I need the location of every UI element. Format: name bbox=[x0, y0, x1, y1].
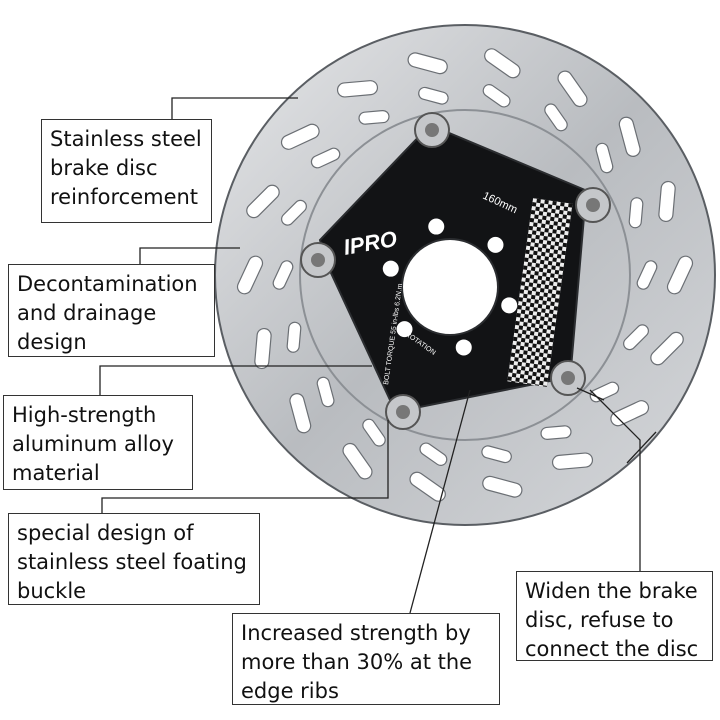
callout-edge-ribs: Increased strength by more than 30% at t… bbox=[232, 613, 500, 705]
rotor-slot bbox=[636, 260, 658, 290]
floating-buckle bbox=[300, 242, 336, 278]
callout-reinforcement: Stainless steel brake disc reinforcement bbox=[41, 119, 212, 223]
leader-line bbox=[139, 247, 240, 264]
bolt-hole bbox=[501, 297, 518, 314]
rotor-slot bbox=[289, 393, 312, 434]
bolt-hole bbox=[382, 260, 399, 277]
dimension-tick bbox=[626, 431, 657, 464]
rotor-slot bbox=[482, 475, 523, 498]
floating-buckle bbox=[550, 360, 586, 396]
rotor-slot bbox=[418, 86, 449, 105]
leader-line bbox=[589, 389, 641, 571]
bolt-hole bbox=[455, 339, 472, 356]
rotor-slot bbox=[481, 445, 512, 464]
rotor-slot bbox=[544, 103, 568, 132]
dimension-tick bbox=[576, 387, 605, 401]
hub-cutout bbox=[401, 238, 499, 336]
rotor-slot bbox=[551, 452, 594, 470]
rotor-slot bbox=[236, 255, 264, 295]
checker-stripe bbox=[507, 198, 573, 387]
rotor-slot bbox=[650, 331, 684, 366]
rotor-slot bbox=[246, 184, 280, 219]
leader-line bbox=[171, 97, 298, 119]
leader-line bbox=[101, 420, 389, 513]
rotor-slot bbox=[557, 70, 588, 108]
rotor-slot bbox=[409, 471, 446, 502]
floating-buckle bbox=[414, 112, 450, 148]
leader-lines bbox=[99, 97, 657, 614]
rotor-slot bbox=[342, 442, 373, 480]
rotor-slot bbox=[618, 116, 641, 157]
rotor-slot bbox=[658, 180, 676, 223]
rotor-slot bbox=[254, 327, 272, 370]
rotor-slot bbox=[484, 48, 521, 79]
callout-aluminum: High-strength aluminum alloy material bbox=[3, 395, 193, 490]
hub-bolt-holes bbox=[382, 218, 518, 356]
rotor-slots bbox=[236, 48, 694, 502]
rotor-slot bbox=[362, 418, 386, 447]
bolt-hole bbox=[396, 321, 413, 338]
rotor-inner-edge bbox=[299, 109, 631, 441]
floating-buckle bbox=[385, 394, 421, 430]
rotor-slot bbox=[623, 324, 649, 351]
bolt-hole bbox=[487, 236, 504, 253]
rotor-slot bbox=[419, 442, 448, 466]
rotor-slot bbox=[316, 376, 335, 408]
callout-decontamination: Decontamination and drainage design bbox=[8, 264, 215, 357]
rotor-slot bbox=[595, 142, 614, 174]
rotor-slot bbox=[666, 255, 694, 295]
floating-buckle bbox=[575, 187, 611, 223]
leader-line bbox=[99, 365, 372, 395]
rotor-slot bbox=[310, 147, 341, 169]
rotor-slot bbox=[407, 52, 448, 75]
rotor-slot bbox=[336, 80, 379, 98]
bolt-hole bbox=[428, 218, 445, 235]
rotor-slot bbox=[628, 197, 644, 229]
rotor-slot bbox=[540, 425, 572, 441]
rotor-slot bbox=[482, 84, 511, 108]
leader-line bbox=[409, 389, 471, 614]
rotor-slot bbox=[286, 321, 302, 353]
callout-floating-buckle: special design of stainless steel foatin… bbox=[8, 513, 260, 605]
rotor-slot bbox=[358, 109, 390, 125]
rotor-slot bbox=[280, 123, 320, 150]
callout-widen-disc: Widen the brake disc, refuse to connect … bbox=[516, 571, 713, 661]
rotor-slot bbox=[281, 199, 307, 226]
rotor-slot bbox=[272, 260, 294, 290]
